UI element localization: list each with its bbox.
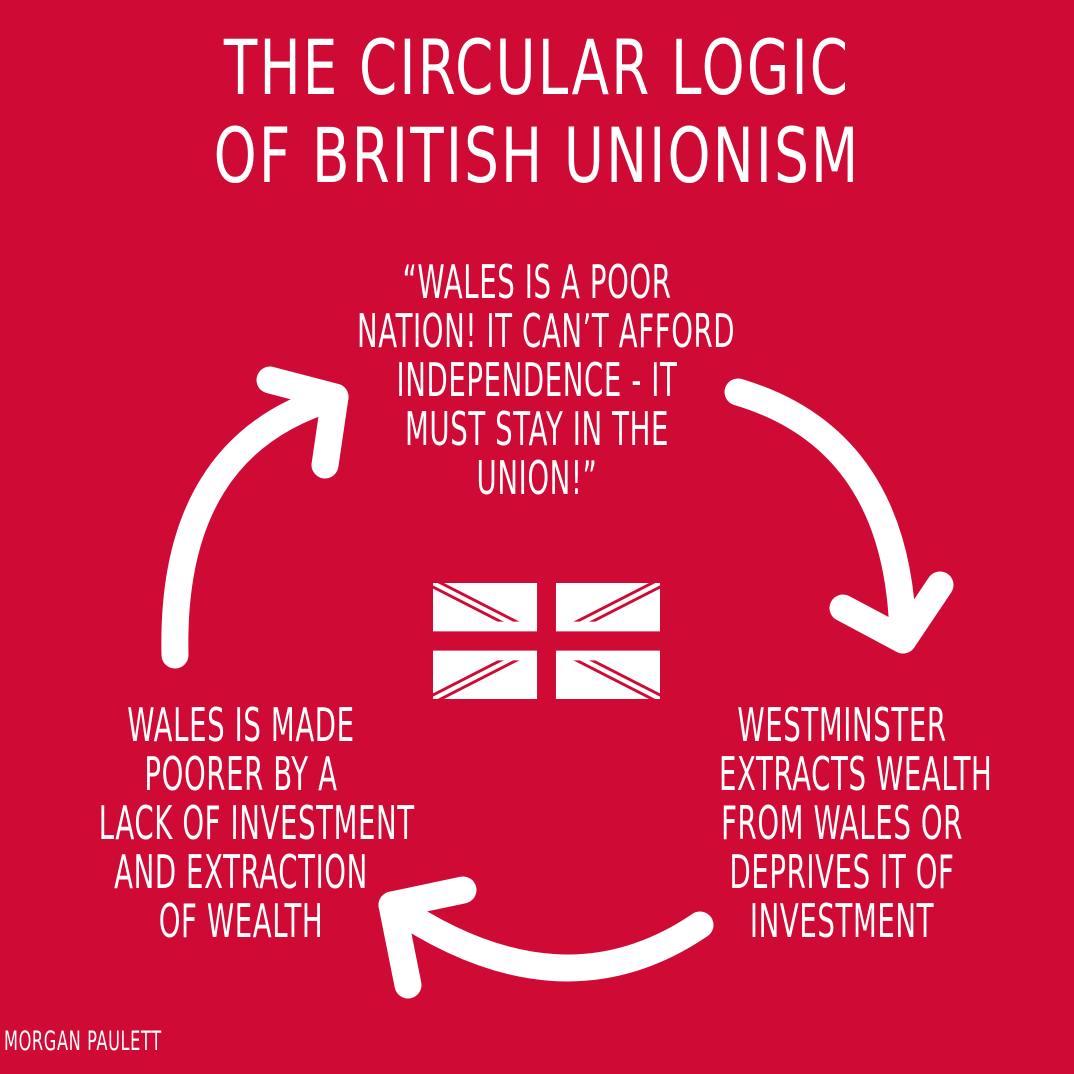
node-text-line: FROM WALES OR: [721, 796, 963, 850]
node-text-line: EXTRACTS WEALTH: [719, 747, 993, 801]
node-text-line: WALES IS MADE: [127, 698, 355, 752]
node-text-line: OF WEALTH: [158, 894, 324, 948]
node-text-line: UNION!”: [476, 451, 598, 505]
node-text-line: LACK OF INVESTMENT: [98, 796, 415, 850]
node-text-line: NATION! IT CAN’T AFFORD: [357, 304, 736, 358]
diagram-title: THE CIRCULAR LOGIC OF BRITISH UNIONISM: [150, 24, 923, 200]
union-jack-flag-icon: [433, 583, 660, 699]
arrow-top-to-right: [724, 378, 954, 654]
node-text-line: DEPRIVES IT OF: [729, 845, 955, 899]
node-text-line: “WALES IS A POOR: [402, 255, 672, 309]
author-credit: MORGAN PAULETT: [4, 1026, 162, 1057]
node-text-line: MUST STAY IN THE: [405, 402, 669, 456]
cycle-node-westminster-extracts: WESTMINSTER EXTRACTS WEALTH FROM WALES O…: [719, 698, 993, 948]
cycle-node-poor-nation-claim: “WALES IS A POOR NATION! IT CAN’T AFFORD…: [357, 255, 736, 505]
arrow-left-to-top: [161, 366, 349, 669]
title-line-1: THE CIRCULAR LOGIC: [223, 23, 851, 112]
node-text-line: WESTMINSTER: [737, 698, 947, 752]
node-text-line: INVESTMENT: [749, 894, 935, 948]
title-line-2: OF BRITISH UNIONISM: [213, 111, 861, 200]
node-text-line: INDEPENDENCE - IT: [396, 353, 678, 407]
node-text-line: POORER BY A: [144, 747, 338, 801]
arrow-right-to-left: [378, 876, 714, 999]
node-text-line: AND EXTRACTION: [114, 845, 368, 899]
cycle-node-wales-made-poorer: WALES IS MADE POORER BY A LACK OF INVEST…: [98, 698, 415, 948]
